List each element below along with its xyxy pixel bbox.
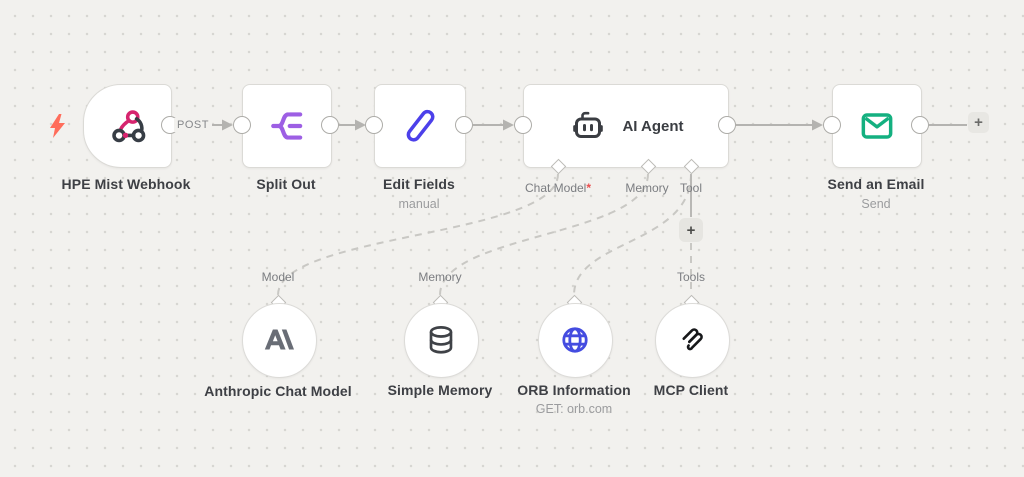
- node-title-sendemail: Send an Email: [827, 176, 925, 192]
- globe-icon: [562, 327, 588, 353]
- required-asterisk: *: [586, 181, 592, 195]
- mcp-logo-icon: [682, 328, 703, 351]
- connection-label-post: POST: [174, 118, 212, 132]
- node-orb-information[interactable]: [537, 302, 613, 378]
- port-label-model: Model: [261, 270, 295, 284]
- output-connector-splitout[interactable]: [321, 116, 339, 134]
- output-connector-aiagent[interactable]: [718, 116, 736, 134]
- node-title-webhook: HPE Mist Webhook: [61, 176, 191, 192]
- node-send-email[interactable]: [832, 84, 922, 168]
- add-next-node-button[interactable]: +: [968, 112, 989, 133]
- node-title-aiagent: AI Agent: [622, 117, 684, 135]
- input-connector-editfields[interactable]: [365, 116, 383, 134]
- node-split-out[interactable]: [242, 84, 332, 168]
- robot-icon: [573, 111, 604, 138]
- node-subtitle-orb: GET: orb.com: [535, 402, 613, 416]
- output-connector-editfields[interactable]: [455, 116, 473, 134]
- node-hpe-mist-webhook[interactable]: [83, 84, 172, 168]
- anthropic-logo-icon: [264, 329, 294, 350]
- port-label-tool: Tool: [679, 181, 703, 195]
- node-title-orb: ORB Information: [517, 382, 631, 398]
- output-connector-sendemail[interactable]: [911, 116, 929, 134]
- node-subtitle-editfields: manual: [398, 197, 440, 211]
- input-connector-splitout[interactable]: [233, 116, 251, 134]
- node-anthropic-chat-model[interactable]: [241, 302, 317, 378]
- node-title-mcp: MCP Client: [653, 382, 729, 398]
- port-label-chat-model: Chat Model*: [525, 181, 591, 195]
- input-connector-sendemail[interactable]: [823, 116, 841, 134]
- port-label-memory-bottom: Memory: [418, 270, 462, 284]
- arrowhead-icon: [812, 119, 823, 131]
- node-title-editfields: Edit Fields: [383, 176, 455, 192]
- split-out-icon: [271, 112, 303, 140]
- port-label-tools: Tools: [676, 270, 706, 284]
- lightning-bolt-icon: [50, 114, 65, 138]
- arrowhead-icon: [222, 119, 233, 131]
- port-label-chat-model-text: Chat Model: [524, 181, 587, 195]
- port-label-memory: Memory: [625, 181, 669, 195]
- node-subtitle-sendemail: Send: [861, 197, 891, 211]
- node-simple-memory[interactable]: [403, 302, 479, 378]
- add-tool-button[interactable]: +: [679, 218, 703, 242]
- envelope-icon: [861, 113, 893, 139]
- node-ai-agent[interactable]: AI Agent: [523, 84, 729, 168]
- arrowhead-icon: [503, 119, 514, 131]
- node-edit-fields[interactable]: [374, 84, 466, 168]
- database-icon: [429, 326, 453, 354]
- pencil-icon: [406, 109, 435, 142]
- node-title-splitout: Split Out: [256, 176, 316, 192]
- input-connector-aiagent[interactable]: [514, 116, 532, 134]
- webhook-icon: [111, 110, 145, 143]
- node-mcp-client[interactable]: [654, 302, 730, 378]
- node-title-simplememory: Simple Memory: [387, 382, 493, 398]
- node-title-anthropic: Anthropic Chat Model: [204, 383, 352, 399]
